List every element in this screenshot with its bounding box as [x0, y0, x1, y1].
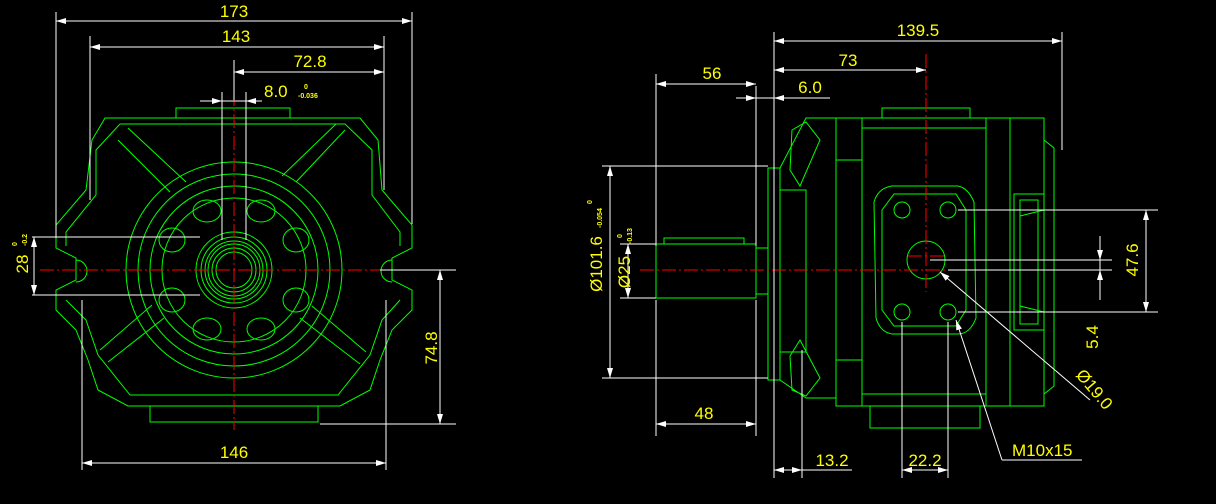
dim-8-0-tol-upper: 0: [304, 84, 308, 91]
dim-8-0-tol-lower: -0.036: [298, 93, 318, 100]
side-rear-port: [1013, 193, 1045, 331]
leader-19-0: [939, 271, 1091, 401]
side-shaft: [655, 243, 757, 299]
front-flange-outline: [55, 117, 413, 407]
dim-m10x15-label: M10x15: [1012, 441, 1072, 460]
dim-101-6-tol-upper: 0: [587, 200, 594, 204]
dim-74-8-label: 74.8: [422, 331, 441, 364]
side-rear-cap: [1043, 139, 1055, 395]
side-port-flange: [873, 185, 977, 335]
front-dimensions: 173 143 72.8 8.0 0 -0.036 28 0 -0.2 74.8…: [12, 2, 456, 470]
side-pilot: [780, 189, 807, 353]
dim-25-label: Ø25: [615, 256, 634, 288]
leader-m10x15: [955, 319, 1003, 461]
dim-72-8-label: 72.8: [293, 52, 326, 71]
dim-28-tol-upper: 0: [12, 242, 19, 246]
dim-139-5-label: 139.5: [897, 21, 940, 40]
dim-28-tol-lower: -0.2: [22, 234, 29, 246]
front-bolt-pockets: [158, 199, 310, 341]
dim-47-6-label: 47.6: [1123, 243, 1142, 276]
side-port-bolts: [893, 201, 957, 321]
front-slot-left: [75, 259, 88, 283]
dim-143-label: 143: [222, 27, 250, 46]
dim-101-6-tol-lower: -0.054: [597, 208, 604, 228]
side-shaft-key: [663, 237, 745, 244]
front-slot-right: [380, 259, 393, 283]
front-view: [40, 92, 430, 430]
side-body-sections: [836, 118, 1011, 406]
dim-22-2-label: 22.2: [908, 451, 941, 470]
side-view: [640, 54, 1070, 429]
dim-6-0-label: 6.0: [798, 78, 822, 97]
side-main-body: [835, 117, 1045, 407]
dim-25-tol-upper: 0: [617, 234, 624, 238]
side-bottom-lug: [869, 406, 981, 429]
dim-28-label: 28: [13, 255, 32, 274]
dim-8-0-label: 8.0: [264, 82, 288, 101]
dim-73-label: 73: [839, 51, 858, 70]
dim-25-tol-lower: -0.13: [627, 228, 634, 244]
dim-5-4-label: 5.4: [1083, 325, 1102, 349]
side-front-cover: [779, 117, 837, 399]
dim-146-label: 146: [220, 443, 248, 462]
dim-13-2-label: 13.2: [815, 451, 848, 470]
dim-56-label: 56: [703, 64, 722, 83]
dim-101-6-label: Ø101.6: [587, 236, 606, 292]
front-rib-lines: [99, 123, 367, 365]
side-shaft-shoulder: [756, 247, 769, 295]
dim-19-0-label: Ø19.0: [1072, 366, 1116, 414]
front-top-lug: [175, 107, 291, 118]
dim-173-label: 173: [220, 2, 248, 21]
dim-48-label: 48: [695, 404, 714, 423]
side-dimensions: 139.5 73 56 6.0 Ø101.6 0 -0.054 Ø25 0 -0…: [587, 21, 1158, 478]
